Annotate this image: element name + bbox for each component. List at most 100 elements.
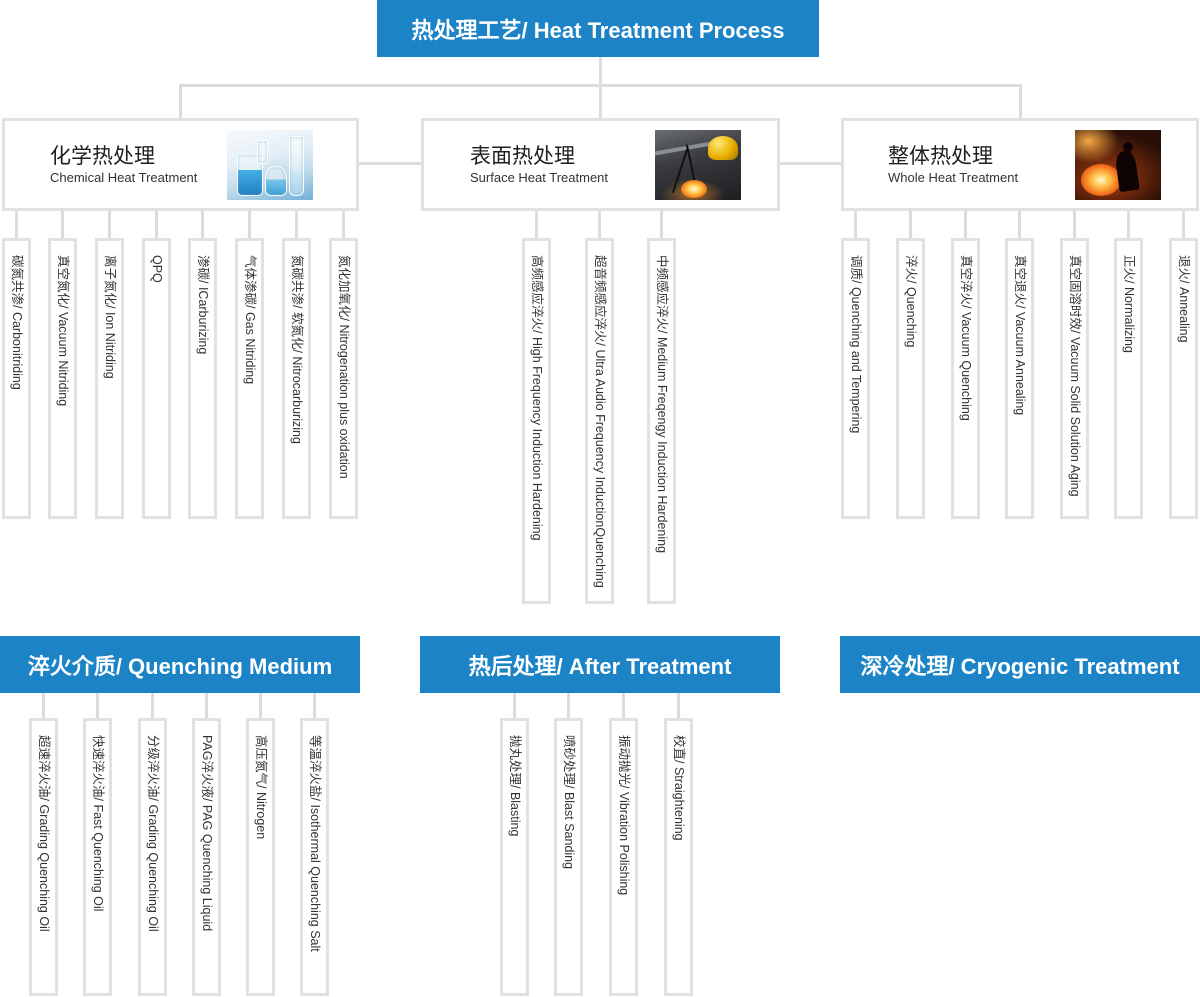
hard-hat-shape — [708, 136, 738, 160]
process-item-label: 中频感应淬火/ Medium Freqengy Induction Harden… — [654, 255, 669, 554]
connector-line — [599, 57, 602, 87]
connector-line — [513, 693, 516, 718]
process-item-carbonitriding: 碳氮共渗/ Carbonitriding — [2, 238, 31, 519]
connector-line — [1127, 211, 1130, 238]
category-title: 整体热处理 — [888, 145, 993, 168]
connector-line — [179, 84, 182, 118]
process-item-label: 超音频感应淬火/ Ultra Audio Frequency Induction… — [592, 255, 607, 588]
after-item-blasting: 抛丸处理/ Blasting — [500, 718, 529, 996]
category-chemical-heat-treatment: 化学热处理 Chemical Heat Treatment — [2, 118, 359, 211]
process-item-label: 淬火/ Quenching — [903, 255, 918, 348]
medium-item-label: 超速淬火油/ Grading Quenching Oil — [36, 735, 51, 932]
medium-item-grading-quenching-oil: 分级淬火油/ Grading Quenching Oil — [138, 718, 167, 996]
medium-item-label: 等温淬火盐/ Isothermal Quenching Salt — [307, 735, 322, 952]
connector-line — [1073, 211, 1076, 238]
category-title: 化学热处理 — [50, 145, 155, 168]
medium-item-label: 高压氮气/ Nitrogen — [253, 735, 268, 840]
after-item-straightening: 校直/ Straightening — [664, 718, 693, 996]
process-item-gas-nitriding: 气体渗碳/ Gas Nitriding — [235, 238, 264, 519]
connector-line — [677, 693, 680, 718]
worker-silhouette-head — [1123, 142, 1133, 152]
process-item-label: QPQ — [149, 255, 164, 283]
category-subtitle: Chemical Heat Treatment — [50, 170, 198, 185]
test-tube-shape — [289, 136, 304, 196]
connector-line — [359, 162, 421, 165]
process-item-qpq: QPQ — [142, 238, 171, 519]
process-item-vacuum-quenching: 真空淬火/ Vacuum Quenching — [951, 238, 980, 519]
process-item-label: 渗碳/ ICarburizing — [195, 255, 210, 355]
process-item-vacuum-nitriding: 真空氮化/ Vacuum Nitriding — [48, 238, 77, 519]
after-item-label: 喷砂处理/ Blast Sanding — [561, 735, 576, 870]
section-title: 深冷处理/ Cryogenic Treatment — [860, 653, 1180, 679]
connector-line — [155, 211, 158, 238]
connector-line — [599, 84, 602, 118]
process-item-quenching-tempering: 调质/ Quenching and Tempering — [841, 238, 870, 519]
after-item-label: 校直/ Straightening — [671, 735, 686, 841]
page-title: 热处理工艺/ Heat Treatment Process — [377, 0, 819, 57]
process-item-vacuum-solution-aging: 真空固溶时效/ Vacuum Solid Solution Aging — [1060, 238, 1089, 519]
process-item-normalizing: 正火/ Normalizing — [1114, 238, 1143, 519]
process-item-label: 气体渗碳/ Gas Nitriding — [242, 255, 257, 385]
process-item-carburizing: 渗碳/ ICarburizing — [188, 238, 217, 519]
welding-photo — [655, 130, 741, 200]
connector-line — [1182, 211, 1185, 238]
connector-line — [660, 211, 663, 238]
connector-line — [567, 693, 570, 718]
spark-glow-shape — [681, 180, 707, 198]
section-title: 热后处理/ After Treatment — [468, 653, 732, 679]
process-item-vacuum-annealing: 真空退火/ Vacuum Annealing — [1005, 238, 1034, 519]
process-item-quenching: 淬火/ Quenching — [896, 238, 925, 519]
after-item-blast-sanding: 喷砂处理/ Blast Sanding — [554, 718, 583, 996]
worker-silhouette-body — [1114, 149, 1140, 193]
connector-line — [313, 693, 316, 718]
category-subtitle: Whole Heat Treatment — [888, 170, 1019, 185]
category-subtitle: Surface Heat Treatment — [470, 170, 609, 185]
page-title-text: 热处理工艺/ Heat Treatment Process — [411, 17, 785, 43]
connector-line — [854, 211, 857, 238]
flask-shape — [265, 166, 287, 196]
connector-line — [201, 211, 204, 238]
connector-line — [535, 211, 538, 238]
connector-line — [780, 162, 841, 165]
after-item-label: 抛丸处理/ Blasting — [507, 735, 522, 837]
process-item-label: 真空淬火/ Vacuum Quenching — [958, 255, 973, 421]
process-item-label: 氮碳共渗/ 软氮化/ Nitrocarburizing — [289, 255, 304, 444]
process-item-label: 正火/ Normalizing — [1121, 255, 1136, 353]
section-header-cryogenic-treatment: 深冷处理/ Cryogenic Treatment — [840, 636, 1200, 693]
connector-line — [598, 211, 601, 238]
section-header-quenching-medium: 淬火介质/ Quenching Medium — [0, 636, 360, 693]
category-title: 表面热处理 — [470, 145, 575, 168]
medium-item-fast-quenching-oil: 快速淬火油/ Fast Quenching Oil — [83, 718, 112, 996]
connector-line — [151, 693, 154, 718]
connector-line — [108, 211, 111, 238]
process-item-label: 退火/ Annealing — [1176, 255, 1191, 343]
medium-item-nitrogen: 高压氮气/ Nitrogen — [246, 718, 275, 996]
connector-line — [622, 693, 625, 718]
category-surface-heat-treatment: 表面热处理 Surface Heat Treatment — [421, 118, 780, 211]
process-item-nitrocarburizing: 氮碳共渗/ 软氮化/ Nitrocarburizing — [282, 238, 311, 519]
furnace-photo — [1075, 130, 1161, 200]
connector-line — [1018, 211, 1021, 238]
connector-line — [964, 211, 967, 238]
medium-item-label: 分级淬火油/ Grading Quenching Oil — [145, 735, 160, 932]
after-item-vibration-polishing: 振动抛光/ Vibration Polishing — [609, 718, 638, 996]
laboratory-glassware-photo — [227, 130, 313, 200]
process-item-medium-frequency-induction: 中频感应淬火/ Medium Freqengy Induction Harden… — [647, 238, 676, 604]
process-item-label: 碳氮共渗/ Carbonitriding — [9, 255, 24, 390]
beaker-shape — [237, 154, 263, 196]
connector-line — [15, 211, 18, 238]
connector-line — [205, 693, 208, 718]
process-item-label: 真空氮化/ Vacuum Nitriding — [55, 255, 70, 407]
medium-item-isothermal-quenching-salt: 等温淬火盐/ Isothermal Quenching Salt — [300, 718, 329, 996]
connector-line — [96, 693, 99, 718]
connector-line — [342, 211, 345, 238]
process-item-high-frequency-induction: 高频感应淬火/ High Frequency Induction Hardeni… — [522, 238, 551, 604]
process-item-ion-nitriding: 离子氮化/ Ion Nitriding — [95, 238, 124, 519]
medium-item-pag-quenching-liquid: PAG淬火液/ PAG Quenching Liquid — [192, 718, 221, 996]
connector-line — [61, 211, 64, 238]
connector-line — [42, 693, 45, 718]
connector-line — [248, 211, 251, 238]
after-item-label: 振动抛光/ Vibration Polishing — [616, 735, 631, 896]
medium-item-ultra-fast-quenching-oil: 超速淬火油/ Grading Quenching Oil — [29, 718, 58, 996]
beaker-shape — [257, 140, 268, 164]
